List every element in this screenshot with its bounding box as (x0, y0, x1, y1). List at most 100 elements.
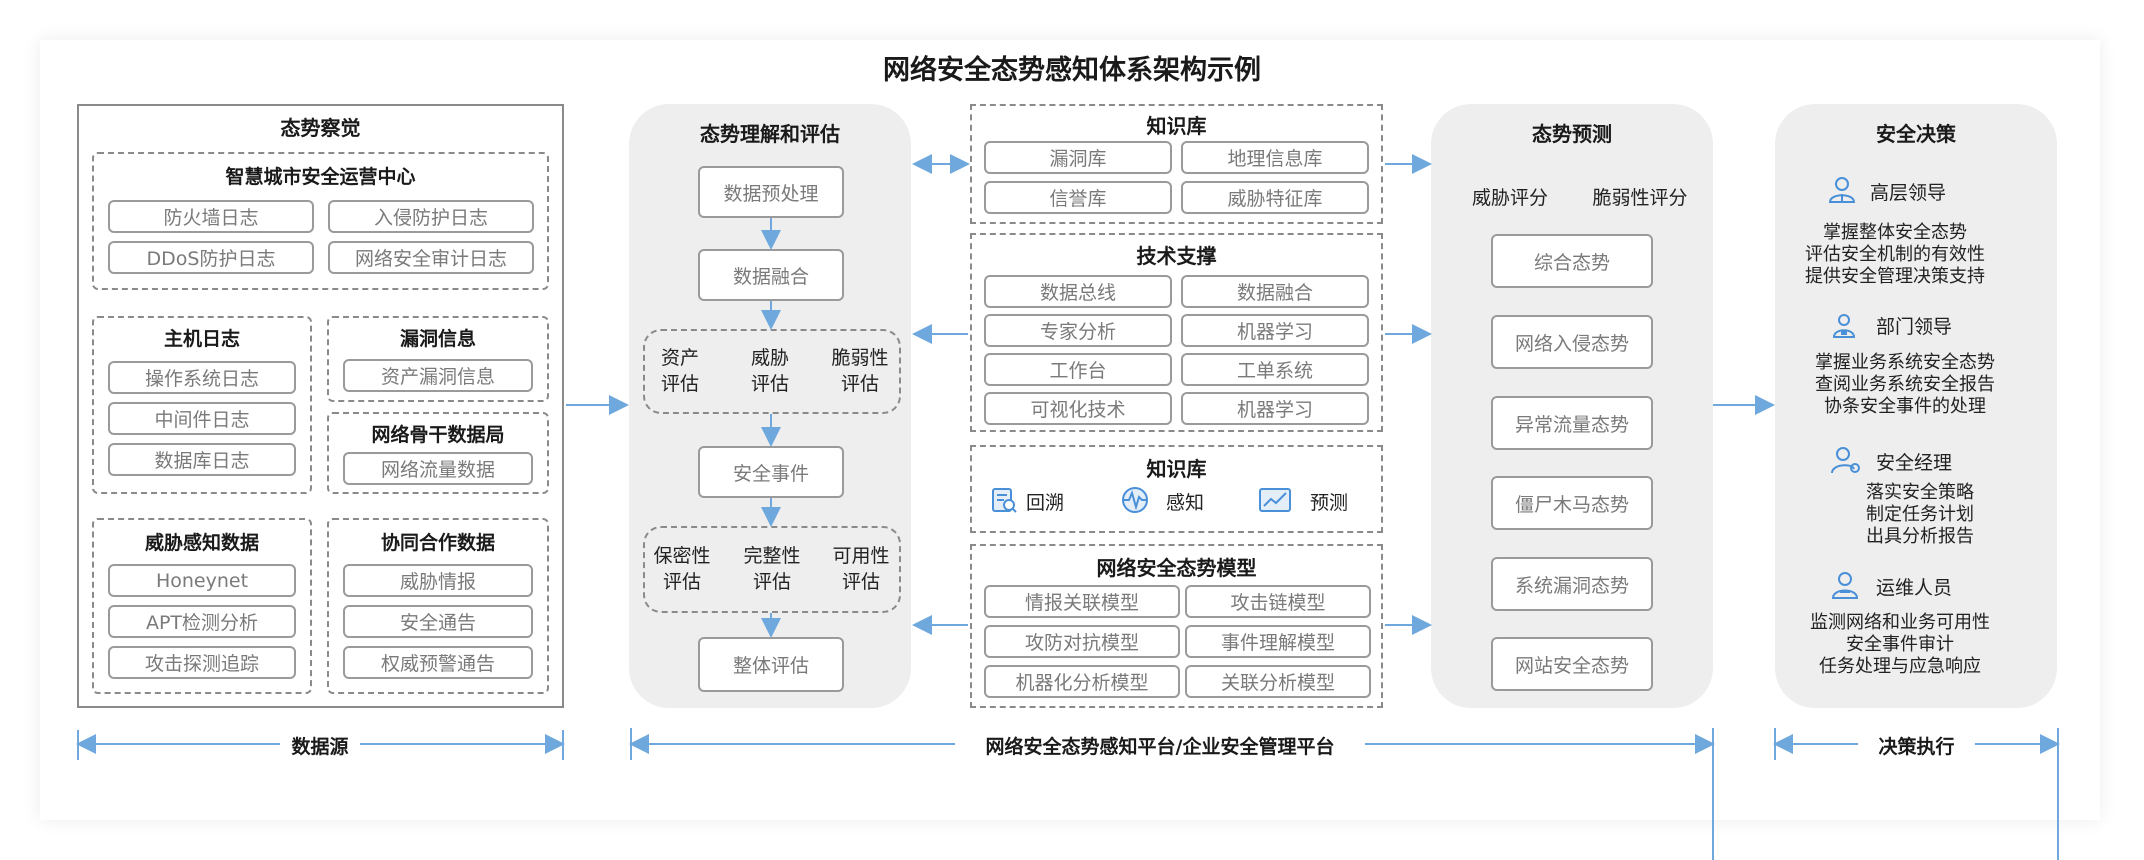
coop-title: 协同合作数据 (380, 532, 495, 554)
model-machine-analysis: 机器化分析模型 (984, 665, 1180, 698)
trace-back-label: 回溯 (1026, 492, 1065, 514)
role-name-ops: 运维人员 (1876, 577, 1953, 599)
tech-visualization: 可视化技术 (984, 392, 1172, 425)
model-intel-correlation: 情报关联模型 (984, 585, 1180, 618)
assess2-group (643, 526, 901, 613)
role-desc-senior-3: 提供安全管理决策支持 (1805, 266, 1985, 287)
tech-ticket-system: 工单系统 (1181, 353, 1369, 386)
role-desc-ops-2: 安全事件审计 (1846, 634, 1954, 655)
threat-item-apt: APT检测分析 (108, 605, 296, 638)
security-event-box: 安全事件 (698, 446, 844, 498)
backbone-title: 网络骨干数据局 (371, 424, 505, 446)
role-name-manager: 安全经理 (1876, 452, 1953, 474)
prediction-intrusion: 网络入侵态势 (1491, 315, 1653, 369)
threat-group (92, 518, 312, 694)
tech-machine-learning: 机器学习 (1181, 314, 1369, 347)
role-desc-senior-1: 掌握整体安全态势 (1823, 222, 1967, 243)
perception-label: 感知 (1166, 492, 1205, 514)
coop-item-notice: 安全通告 (343, 605, 533, 638)
tech-data-fusion: 数据融合 (1181, 275, 1369, 308)
knowledge-base-panel (970, 104, 1383, 224)
prediction-website-security: 网站安全态势 (1491, 637, 1653, 691)
ops-staff-icon (1830, 570, 1860, 600)
knowledge-base-2-panel (970, 445, 1383, 533)
model-attack-defense: 攻防对抗模型 (984, 625, 1180, 658)
threat-item-trace: 攻击探测追踪 (108, 646, 296, 679)
vuln-title: 漏洞信息 (399, 328, 476, 350)
role-desc-manager-2: 制定任务计划 (1866, 504, 1974, 525)
kb-geo-db: 地理信息库 (1181, 141, 1369, 174)
threat-score: 威胁评分 (1471, 187, 1548, 209)
assess1-group (643, 329, 901, 414)
knowledge-base-2-title: 知识库 (1146, 457, 1207, 481)
perception-title: 态势察觉 (280, 116, 361, 140)
trend-chart-icon (1258, 486, 1292, 514)
soc-title: 智慧城市安全运营中心 (225, 166, 416, 188)
soc-group (92, 152, 549, 290)
security-model-title: 网络安全态势模型 (1096, 556, 1257, 580)
soc-item-firewall-log: 防火墙日志 (108, 200, 314, 233)
tech-expert-analysis: 专家分析 (984, 314, 1172, 347)
model-event-understanding: 事件理解模型 (1185, 625, 1371, 658)
vuln-group (327, 316, 549, 402)
asset-assess: 资产 评估 (660, 347, 699, 395)
availability-assess: 可用性 评估 (832, 545, 890, 593)
preprocess-box: 数据预处理 (698, 166, 844, 218)
tech-support-title: 技术支撑 (1136, 244, 1217, 268)
decision-title: 安全决策 (1876, 122, 1956, 146)
prediction-botnet: 僵尸木马态势 (1491, 476, 1653, 530)
host-item-db-log: 数据库日志 (108, 443, 296, 476)
role-name-senior: 高层领导 (1870, 182, 1947, 204)
model-attack-chain: 攻击链模型 (1185, 585, 1371, 618)
prediction-abnormal-traffic: 异常流量态势 (1491, 396, 1653, 450)
role-desc-ops-1: 监测网络和业务可用性 (1810, 612, 1990, 633)
role-desc-senior-2: 评估安全机制的有效性 (1805, 244, 1985, 265)
role-desc-manager-1: 落实安全策略 (1866, 482, 1974, 503)
integrity-assess: 完整性 评估 (743, 545, 801, 593)
role-name-department: 部门领导 (1876, 316, 1953, 338)
prediction-overall: 综合态势 (1491, 234, 1653, 288)
vulnerability-score: 脆弱性评分 (1592, 187, 1688, 209)
coop-item-warning: 权威预警通告 (343, 646, 533, 679)
role-desc-manager-3: 出具分析报告 (1866, 526, 1974, 547)
role-desc-department-1: 掌握业务系统安全态势 (1815, 352, 1995, 373)
model-correlation-analysis: 关联分析模型 (1185, 665, 1371, 698)
kb-reputation-db: 信誉库 (984, 181, 1172, 214)
trace-back-icon (990, 486, 1018, 514)
diagram-title: 网络安全态势感知体系架构示例 (883, 55, 1261, 86)
role-desc-department-3: 协条安全事件的处理 (1824, 396, 1986, 417)
soc-item-audit-log: 网络安全审计日志 (328, 241, 534, 274)
prediction-label: 预测 (1310, 492, 1349, 514)
role-desc-department-2: 查阅业务系统安全报告 (1815, 374, 1995, 395)
prediction-title: 态势预测 (1532, 122, 1612, 146)
data-source-label: 数据源 (291, 736, 349, 758)
host-group (92, 316, 312, 494)
host-title: 主机日志 (163, 328, 240, 350)
tech-machine-learning-2: 机器学习 (1181, 392, 1369, 425)
soc-item-ddos-log: DDoS防护日志 (108, 241, 314, 274)
host-item-os-log: 操作系统日志 (108, 361, 296, 394)
kb-threat-signature-db: 威胁特征库 (1181, 181, 1369, 214)
vuln-item-asset: 资产漏洞信息 (343, 359, 533, 392)
senior-leader-icon (1826, 174, 1858, 206)
host-item-middleware-log: 中间件日志 (108, 402, 296, 435)
threat-assess: 威胁 评估 (750, 347, 789, 395)
soc-item-ips-log: 入侵防护日志 (328, 200, 534, 233)
decision-panel (1775, 104, 2057, 708)
platform-label: 网络安全态势感知平台/企业安全管理平台 (985, 736, 1335, 758)
backbone-item-traffic: 网络流量数据 (343, 452, 533, 485)
backbone-group (327, 412, 549, 494)
fusion-box: 数据融合 (698, 249, 844, 301)
vulnerability-assess: 脆弱性 评估 (831, 347, 889, 395)
knowledge-base-title: 知识库 (1146, 114, 1207, 138)
decision-exec-label: 决策执行 (1878, 736, 1955, 758)
coop-item-intel: 威胁情报 (343, 564, 533, 597)
perception-wave-icon (1118, 486, 1152, 514)
coop-group (327, 518, 549, 694)
confidentiality-assess: 保密性 评估 (653, 545, 711, 593)
threat-item-honeynet: Honeynet (108, 564, 296, 597)
role-desc-ops-3: 任务处理与应急响应 (1819, 656, 1981, 677)
perception-panel (77, 104, 564, 708)
security-model-panel (970, 544, 1383, 708)
